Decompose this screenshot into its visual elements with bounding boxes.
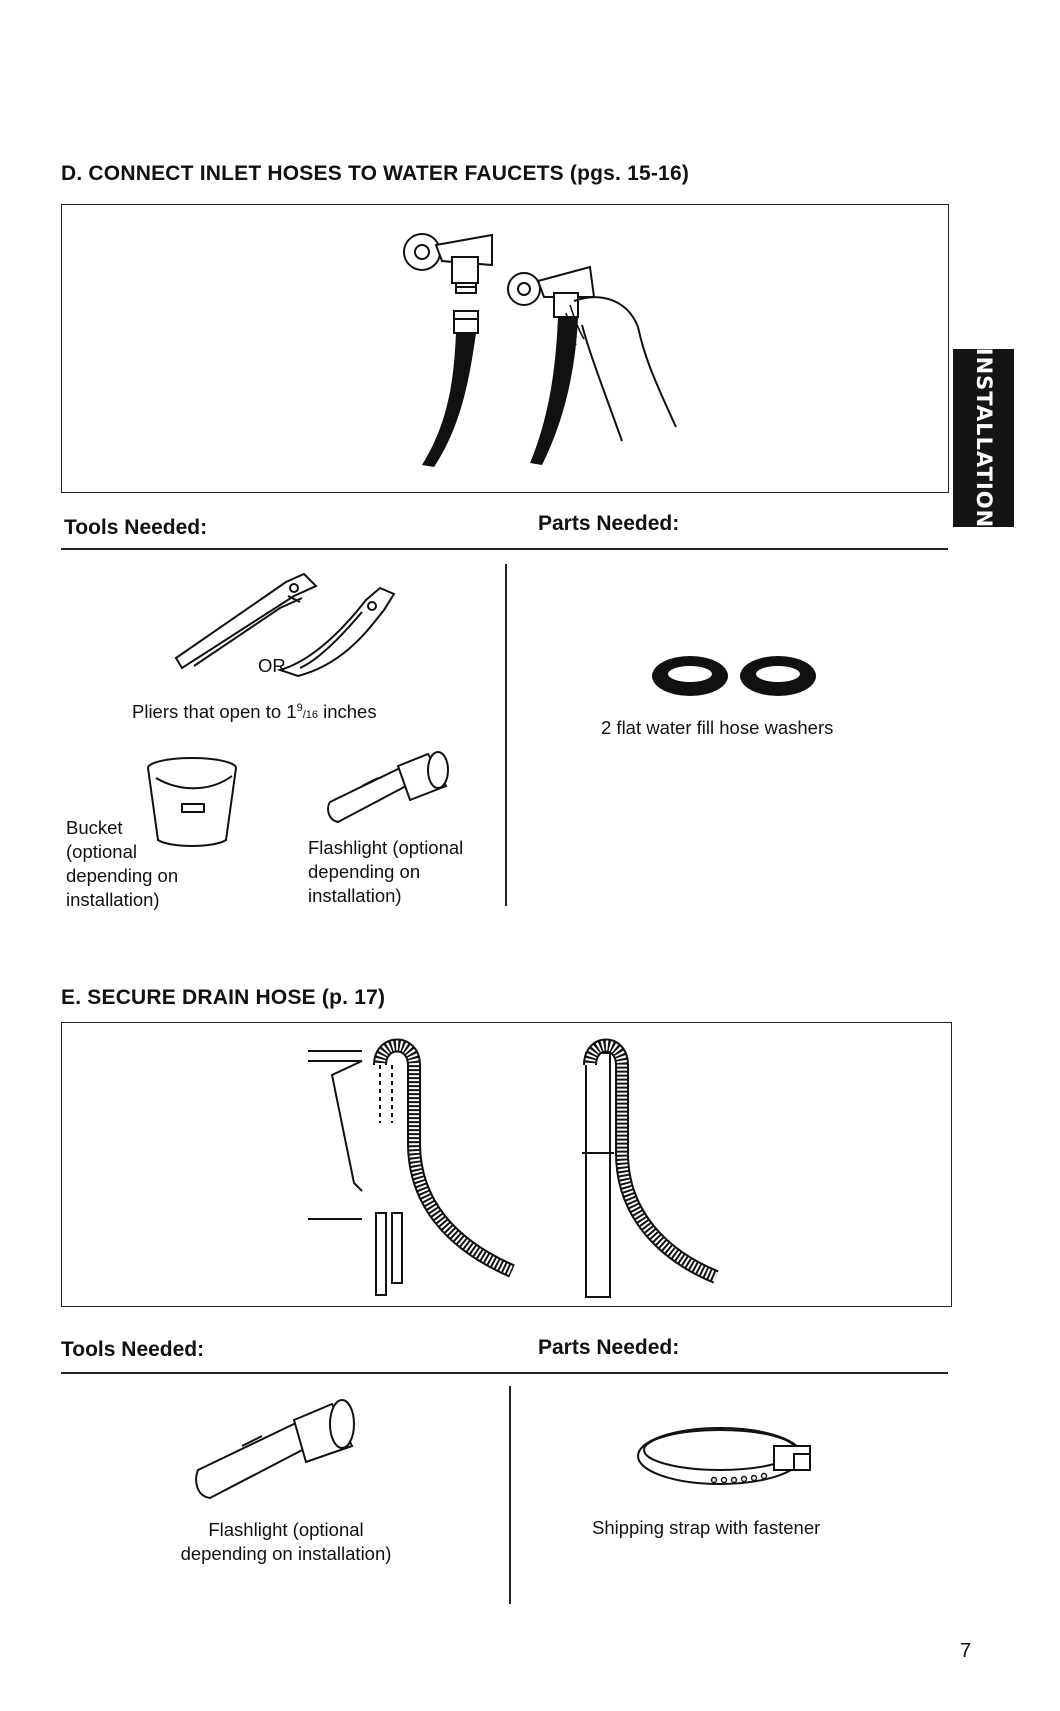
section-e-tools-header: Tools Needed: [61, 1338, 205, 1361]
flashlight-caption: Flashlight (optional depending on instal… [308, 836, 463, 908]
flashlight-caption-line: depending on installation) [180, 1543, 392, 1564]
flashlight-icon [195, 1399, 355, 1500]
bucket-caption: Bucket (optional depending on installati… [66, 816, 178, 912]
section-d-parts-header: Parts Needed: [538, 512, 680, 535]
pliers-or-label: OR [258, 655, 286, 676]
section-e-column-divider [509, 1386, 511, 1604]
drain-hose-illustration [308, 1038, 719, 1298]
flashlight-caption-line: depending on [308, 861, 421, 882]
flashlight-caption-line: Flashlight (optional [208, 1519, 364, 1540]
flashlight-caption-line: Flashlight (optional [308, 837, 464, 858]
drain-hose-illustration-box [61, 1022, 952, 1307]
flashlight-icon [327, 751, 449, 824]
section-d-tools-header: Tools Needed: [64, 516, 208, 539]
side-tab-label: INSTALLATION [971, 349, 996, 527]
shipping-strap-icon [637, 1427, 811, 1485]
bucket-caption-line: depending on [66, 865, 179, 886]
pliers-caption-denominator: /16 [302, 709, 318, 722]
bucket-caption-line: (optional [66, 841, 137, 862]
installation-side-tab: INSTALLATION [953, 349, 1014, 527]
pliers-caption-numerator: 9 [296, 702, 303, 714]
washers-icon [652, 656, 816, 696]
pliers-caption-part-a: Pliers that open to 1 [132, 701, 297, 723]
section-e-header-rule [61, 1372, 948, 1374]
pliers-caption: Pliers that open to 19/16 inches [132, 696, 377, 727]
page-number: 7 [960, 1640, 972, 1662]
section-d-column-divider [505, 564, 507, 906]
faucet-illustration-box [61, 204, 949, 493]
flashlight-caption-line: installation) [308, 885, 402, 906]
shipping-strap-caption: Shipping strap with fastener [592, 1517, 821, 1538]
bucket-caption-line: Bucket [66, 817, 123, 838]
pliers-caption-part-b: inches [317, 701, 377, 723]
washers-caption: 2 flat water fill hose washers [601, 717, 834, 738]
faucet-hose-illustration [403, 233, 677, 467]
pliers-icon [174, 572, 396, 678]
section-e-parts-header: Parts Needed: [538, 1336, 680, 1359]
section-d-title: D. CONNECT INLET HOSES TO WATER FAUCETS … [61, 162, 690, 185]
bucket-caption-line: installation) [66, 889, 160, 910]
flashlight-caption: Flashlight (optional depending on instal… [136, 1518, 436, 1566]
section-d-header-rule [61, 548, 948, 550]
section-e-title: E. SECURE DRAIN HOSE (p. 17) [61, 986, 386, 1009]
bucket-icon [147, 757, 237, 847]
